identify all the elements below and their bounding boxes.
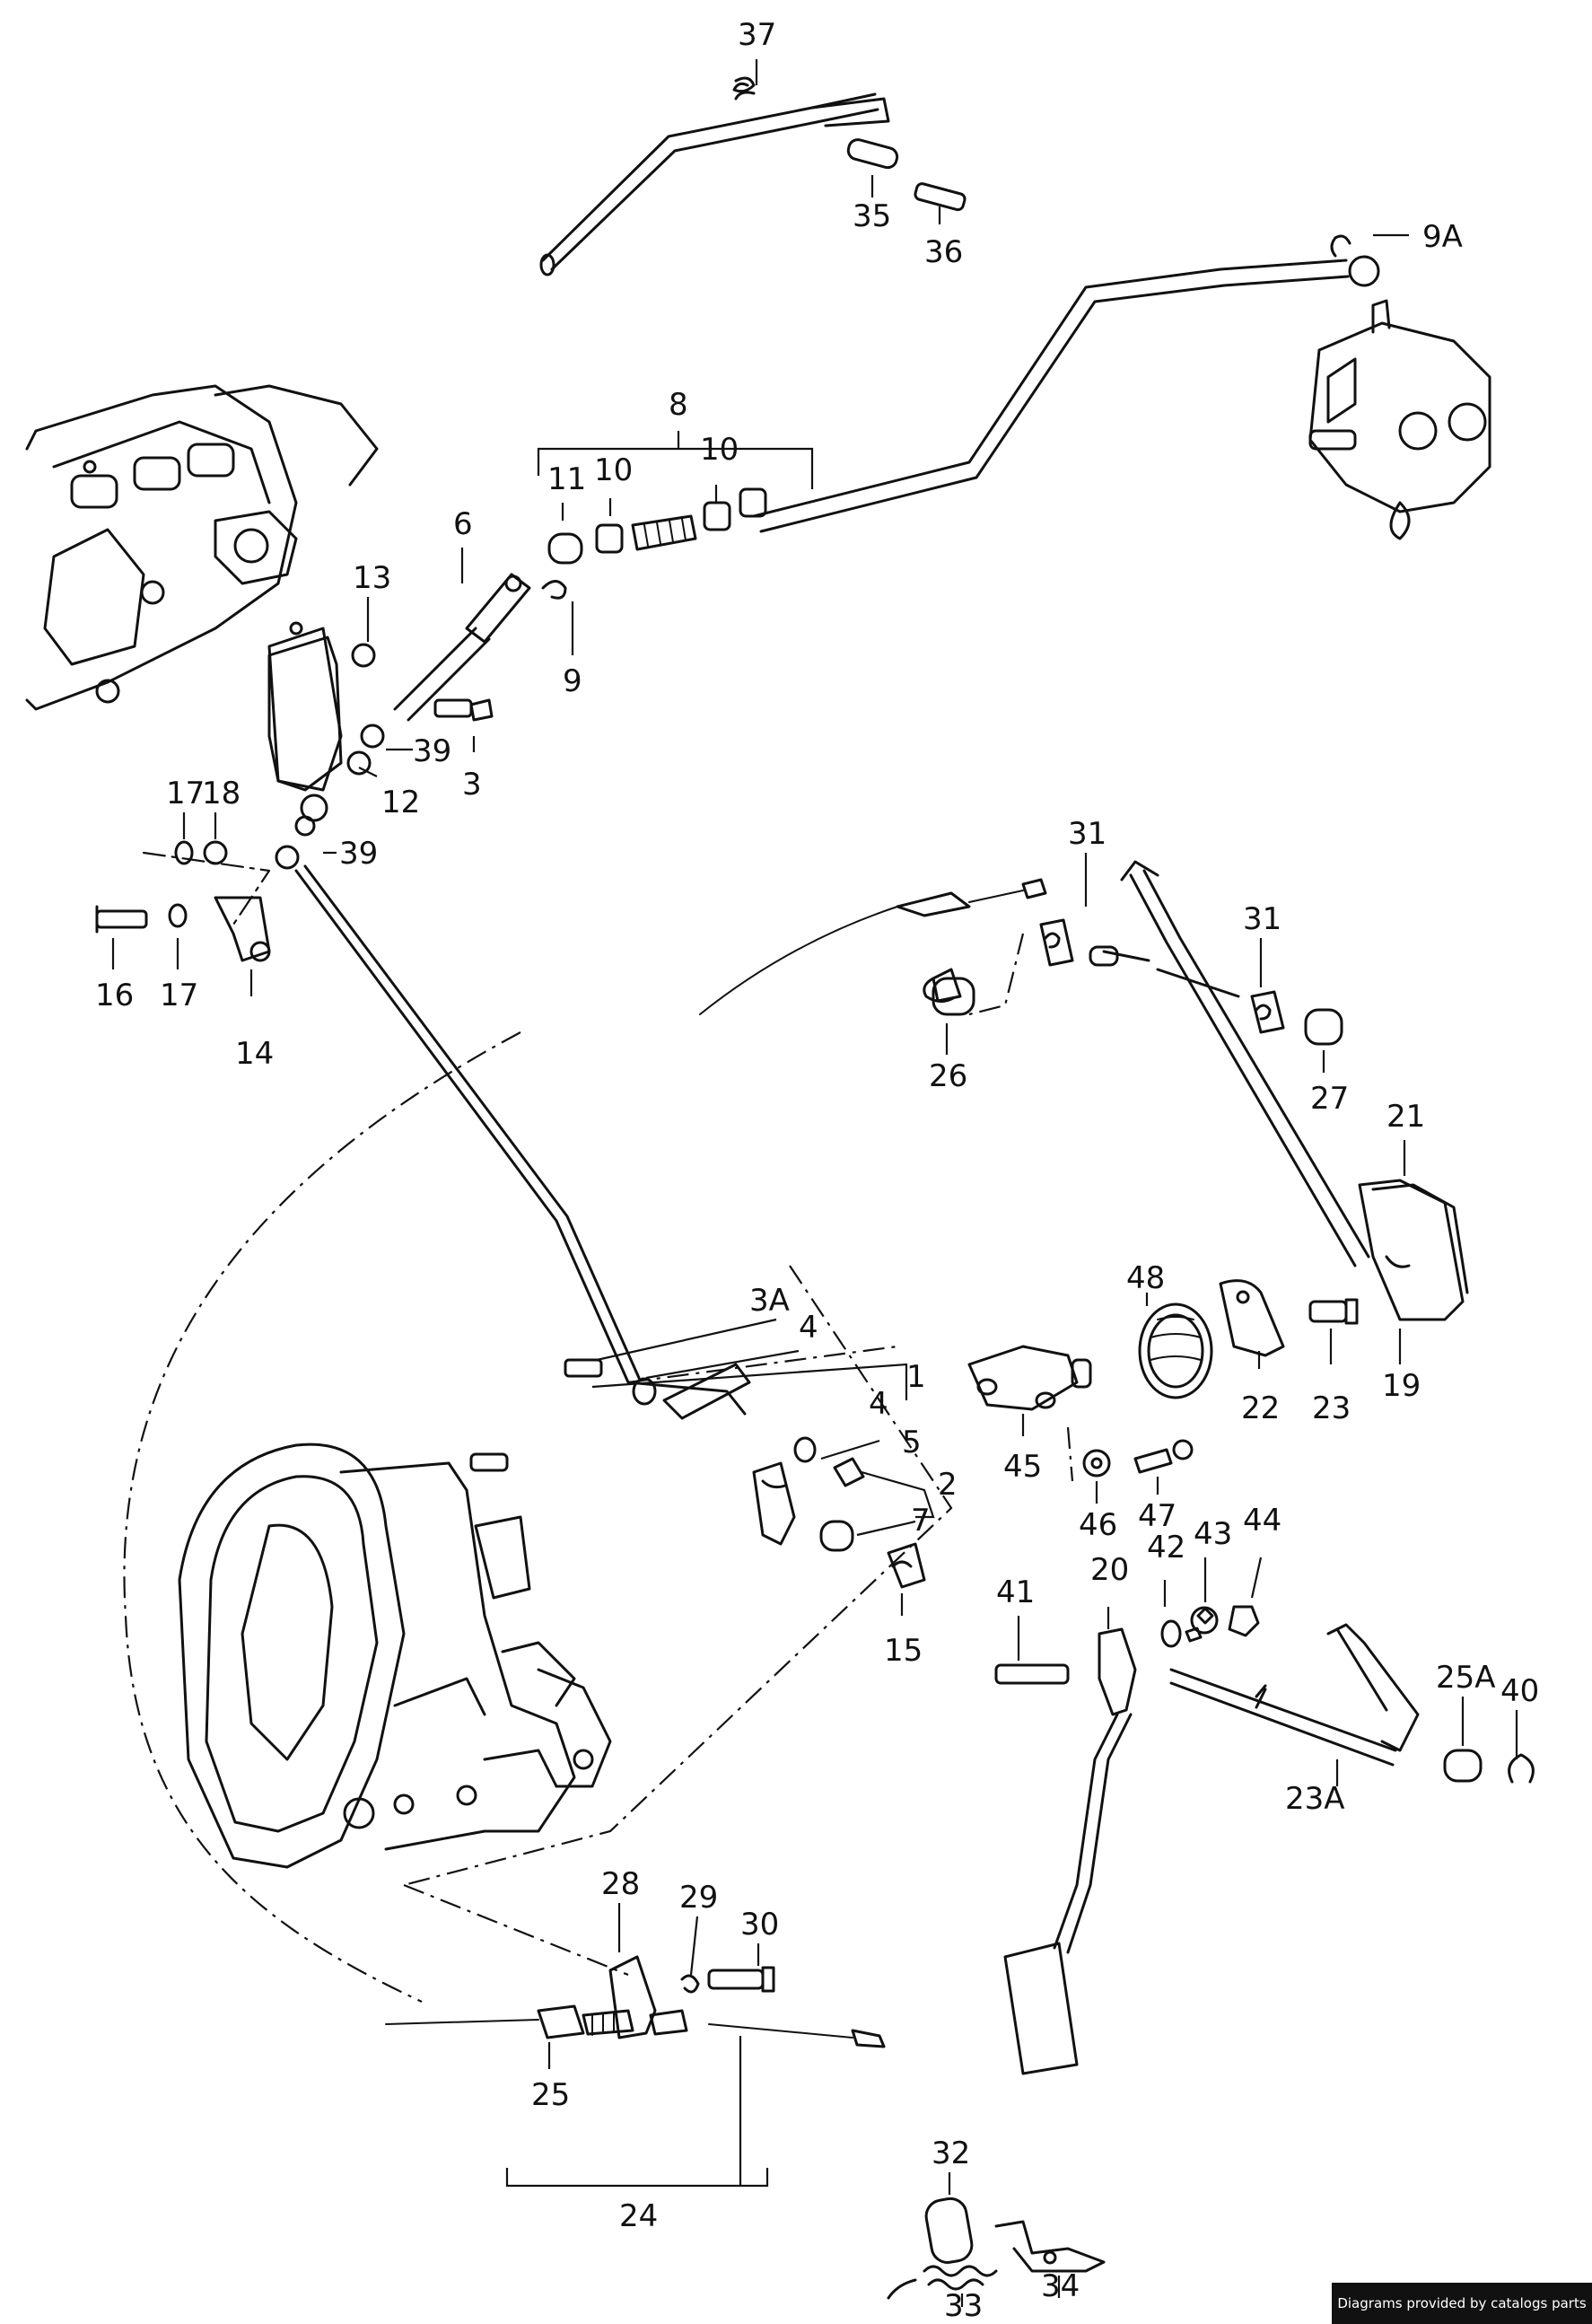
rod-hardware: [393, 487, 767, 722]
label-39a: 39: [413, 733, 451, 769]
label-40: 40: [1500, 1673, 1539, 1709]
label-21: 21: [1386, 1099, 1425, 1135]
label-46: 46: [1079, 1507, 1117, 1543]
small-linkage-parts: [95, 840, 271, 962]
label-15: 15: [884, 1633, 923, 1669]
label-6: 6: [453, 506, 473, 542]
label-2: 2: [938, 1467, 958, 1503]
label-37: 37: [738, 17, 776, 53]
label-17a: 17: [166, 776, 205, 811]
gearbox-housing: [178, 1443, 612, 1869]
label-16: 16: [95, 978, 134, 1013]
spring-assembly: [887, 2197, 1106, 2300]
label-27: 27: [1310, 1081, 1349, 1117]
label-18: 18: [202, 776, 241, 811]
label-3: 3: [462, 767, 482, 802]
label-10a: 10: [594, 452, 633, 488]
label-45: 45: [1003, 1449, 1042, 1485]
label-1: 1: [906, 1359, 926, 1395]
label-32: 32: [932, 2135, 970, 2171]
label-20: 20: [1090, 1552, 1129, 1588]
accelerator-pedal-lever: [1089, 860, 1469, 1321]
label-25: 25: [531, 2077, 570, 2113]
label-34: 34: [1041, 2268, 1080, 2304]
label-42: 42: [1147, 1530, 1185, 1565]
label-25A: 25A: [1436, 1660, 1496, 1696]
label-48: 48: [1126, 1260, 1165, 1296]
label-23A: 23A: [1285, 1781, 1345, 1817]
accelerator-rod: [752, 234, 1380, 533]
leader-lines: [111, 59, 1518, 2307]
label-12: 12: [381, 785, 420, 820]
label-9A: 9A: [1422, 219, 1463, 255]
label-10b: 10: [700, 432, 739, 468]
intake-manifold: [25, 384, 379, 792]
label-31a: 31: [1068, 816, 1107, 852]
label-44: 44: [1243, 1503, 1281, 1539]
label-4b: 4: [869, 1386, 888, 1422]
label-36: 36: [924, 234, 963, 270]
clutch-cable: [385, 1955, 886, 2048]
label-23: 23: [1312, 1390, 1351, 1426]
part-labels: 37 35 36 9A 8 11 10 10 6 13 9 39 3 12 17…: [95, 17, 1539, 2324]
label-22: 22: [1241, 1390, 1280, 1426]
label-43: 43: [1194, 1516, 1232, 1552]
label-26: 26: [929, 1058, 967, 1094]
label-30: 30: [740, 1907, 779, 1943]
accelerator-cable: [699, 878, 1343, 1046]
label-19: 19: [1382, 1368, 1421, 1404]
label-4a: 4: [799, 1310, 818, 1346]
label-14: 14: [235, 1036, 274, 1072]
label-3A: 3A: [749, 1283, 790, 1319]
long-rod: [275, 845, 747, 1416]
label-17b: 17: [160, 978, 198, 1013]
label-24: 24: [619, 2198, 658, 2234]
label-35: 35: [853, 198, 891, 234]
label-28: 28: [601, 1866, 640, 1902]
carburettor: [1308, 299, 1491, 540]
label-5: 5: [902, 1425, 922, 1460]
label-31b: 31: [1243, 901, 1281, 937]
label-39b: 39: [339, 836, 378, 872]
credit-banner: Diagrams provided by catalogs parts: [1332, 2283, 1592, 2324]
label-13: 13: [353, 560, 391, 596]
mounting-bracket: [267, 636, 494, 837]
pedal-bearings: [967, 1279, 1359, 1478]
clutch-lever-parts: [564, 1358, 926, 1589]
label-8: 8: [669, 387, 688, 423]
label-47: 47: [1138, 1498, 1177, 1534]
label-11: 11: [547, 461, 586, 497]
label-7: 7: [911, 1503, 931, 1539]
guide-lines: [123, 933, 1074, 2003]
label-9: 9: [563, 663, 582, 699]
clutch-pedal: [994, 1605, 1535, 2075]
label-41: 41: [996, 1574, 1035, 1610]
label-29: 29: [679, 1880, 718, 1916]
throttle-linkage-rod: [539, 76, 967, 276]
label-33: 33: [944, 2288, 983, 2324]
